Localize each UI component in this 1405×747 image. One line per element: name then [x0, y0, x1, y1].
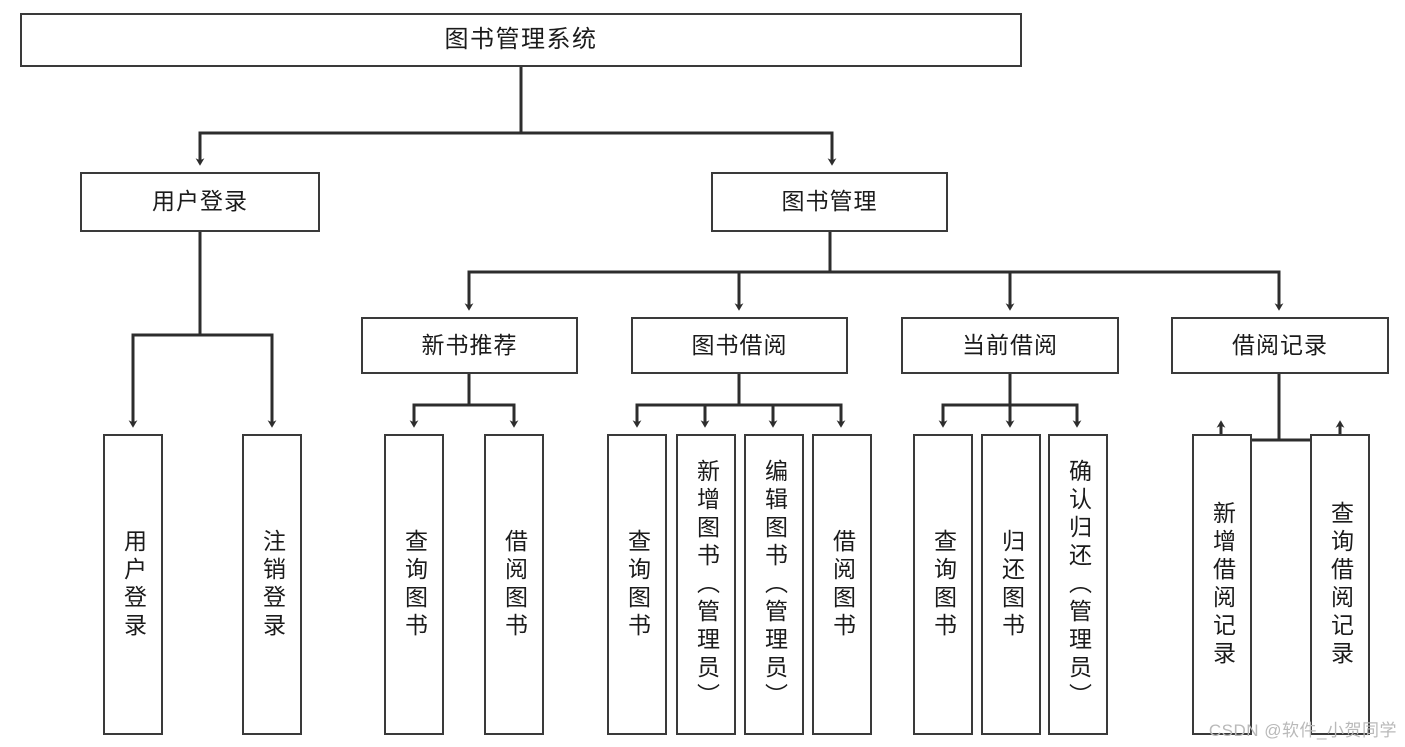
node-user-login[interactable]: 用户登录	[80, 172, 320, 232]
leaf-book-borrow-query[interactable]: 查询图书	[607, 434, 667, 735]
node-label: 当前借阅	[962, 331, 1058, 358]
node-label: 编辑图书（管理员）	[761, 458, 788, 711]
node-new-book-recommend[interactable]: 新书推荐	[361, 317, 578, 374]
leaf-current-borrow-confirm-return[interactable]: 确认归还（管理员）	[1048, 434, 1108, 735]
node-label: 确认归还（管理员）	[1065, 458, 1092, 711]
node-label: 图书借阅	[691, 331, 788, 358]
node-book-borrow[interactable]: 图书借阅	[631, 317, 848, 374]
leaf-new-book-borrow[interactable]: 借阅图书	[484, 434, 544, 735]
node-label: 新增图书（管理员）	[693, 458, 720, 711]
node-label: 查询图书	[624, 528, 651, 641]
leaf-book-borrow-add[interactable]: 新增图书（管理员）	[676, 434, 736, 735]
node-borrow-record[interactable]: 借阅记录	[1171, 317, 1389, 374]
node-label: 新增借阅记录	[1209, 500, 1236, 669]
node-label: 借阅记录	[1232, 331, 1328, 358]
node-label: 借阅图书	[501, 528, 528, 641]
node-label: 注销登录	[259, 528, 286, 641]
node-label: 查询图书	[930, 528, 957, 641]
node-label: 图书管理系统	[444, 25, 598, 53]
node-label: 借阅图书	[829, 528, 856, 641]
leaf-user-login-logout[interactable]: 注销登录	[242, 434, 302, 735]
leaf-book-borrow-edit[interactable]: 编辑图书（管理员）	[744, 434, 804, 735]
node-current-borrow[interactable]: 当前借阅	[901, 317, 1119, 374]
leaf-current-borrow-query[interactable]: 查询图书	[913, 434, 973, 735]
node-label: 新书推荐	[421, 331, 518, 358]
leaf-new-book-query[interactable]: 查询图书	[384, 434, 444, 735]
node-book-management[interactable]: 图书管理	[711, 172, 948, 232]
node-label: 图书管理	[781, 188, 878, 215]
leaf-user-login-login[interactable]: 用户登录	[103, 434, 163, 735]
node-label: 用户登录	[120, 528, 147, 641]
node-label: 归还图书	[998, 528, 1025, 641]
node-label: 查询图书	[401, 528, 428, 641]
leaf-book-borrow-borrow[interactable]: 借阅图书	[812, 434, 872, 735]
watermark-text: CSDN @软件_小贺同学	[1208, 721, 1397, 740]
node-label: 查询借阅记录	[1327, 500, 1354, 669]
node-root-book-management-system[interactable]: 图书管理系统	[20, 13, 1022, 67]
leaf-borrow-record-add[interactable]: 新增借阅记录	[1192, 434, 1252, 735]
leaf-borrow-record-query[interactable]: 查询借阅记录	[1310, 434, 1370, 735]
leaf-current-borrow-return[interactable]: 归还图书	[981, 434, 1041, 735]
node-label: 用户登录	[152, 188, 248, 215]
